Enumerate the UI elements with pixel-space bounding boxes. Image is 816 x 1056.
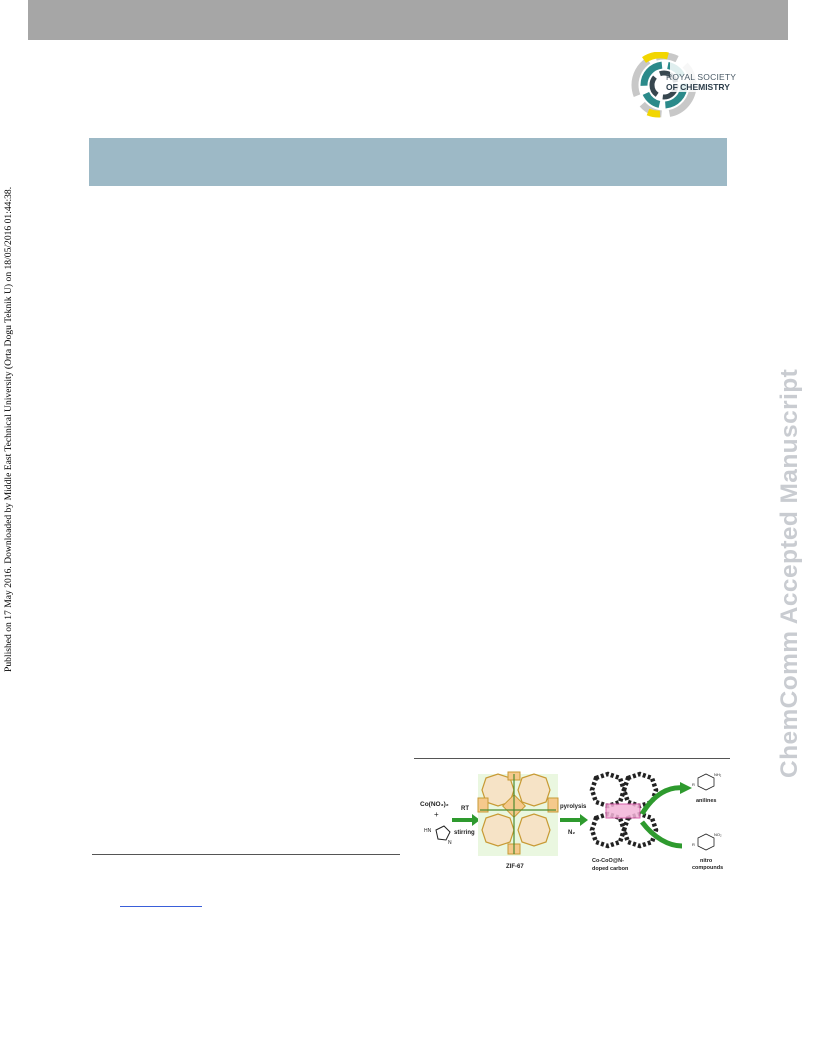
top-bar (28, 0, 788, 40)
step1-bottom-label: stirring (454, 830, 475, 836)
product-line-1: Co-CoO@N- (592, 858, 624, 864)
aniline-group: NH₂ (714, 772, 722, 777)
curved-arrow-head-up (680, 782, 692, 794)
graphic-top-rule (414, 758, 730, 759)
output-2-label-1: nitro (700, 858, 713, 864)
step2-arrow (560, 814, 588, 826)
step1-top-label: RT (461, 806, 469, 812)
plus-sign: + (434, 810, 439, 819)
imidazole-icon: HN N (424, 825, 452, 846)
product-line-2: doped carbon (592, 866, 629, 872)
aniline-icon: NH₂ R (692, 772, 722, 791)
publication-note-text: Published on 17 May 2016. Downloaded by … (3, 186, 14, 672)
toc-graphic: Co(NO₃)₂ + HN N RT stirring ZIF-67 pyro (420, 771, 723, 872)
curved-arrow-up (639, 785, 685, 816)
curved-arrow-down (640, 820, 683, 849)
logo-line-2: OF CHEMISTRY (666, 82, 730, 92)
zif67-structure (477, 771, 559, 856)
publication-note: Published on 17 May 2016. Downloaded by … (3, 187, 14, 672)
nitro-icon: NO₂ R (692, 832, 722, 851)
step2-bottom-label: N₂ (568, 830, 575, 836)
output-2-label-2: compounds (692, 865, 723, 871)
footnote-rule (92, 854, 400, 855)
rsc-logo-text: ROYAL SOCIETY OF CHEMISTRY (666, 72, 736, 92)
reactant-1: Co(NO₃)₂ (420, 801, 449, 808)
output-1-label: anilines (696, 798, 716, 804)
intermediate-label: ZIF-67 (506, 864, 524, 870)
imidazole-n-label: N (448, 840, 452, 846)
aniline-r: R (692, 782, 695, 787)
rsc-logo (631, 52, 730, 118)
step2-top-label: pyrolysis (560, 804, 587, 810)
imidazole-hn-label: HN (424, 828, 432, 834)
logo-line-1: ROYAL SOCIETY (666, 72, 737, 82)
nitro-r: R (692, 842, 695, 847)
catalyst-highlight (605, 803, 641, 819)
footnote-link[interactable] (120, 906, 202, 907)
step1-arrow (452, 814, 480, 826)
nitro-group: NO₂ (714, 832, 722, 837)
watermark-text: ChemComm Accepted Manuscript (776, 368, 803, 778)
accepted-manuscript-watermark: ChemComm Accepted Manuscript (776, 369, 803, 778)
header-band (89, 138, 727, 186)
